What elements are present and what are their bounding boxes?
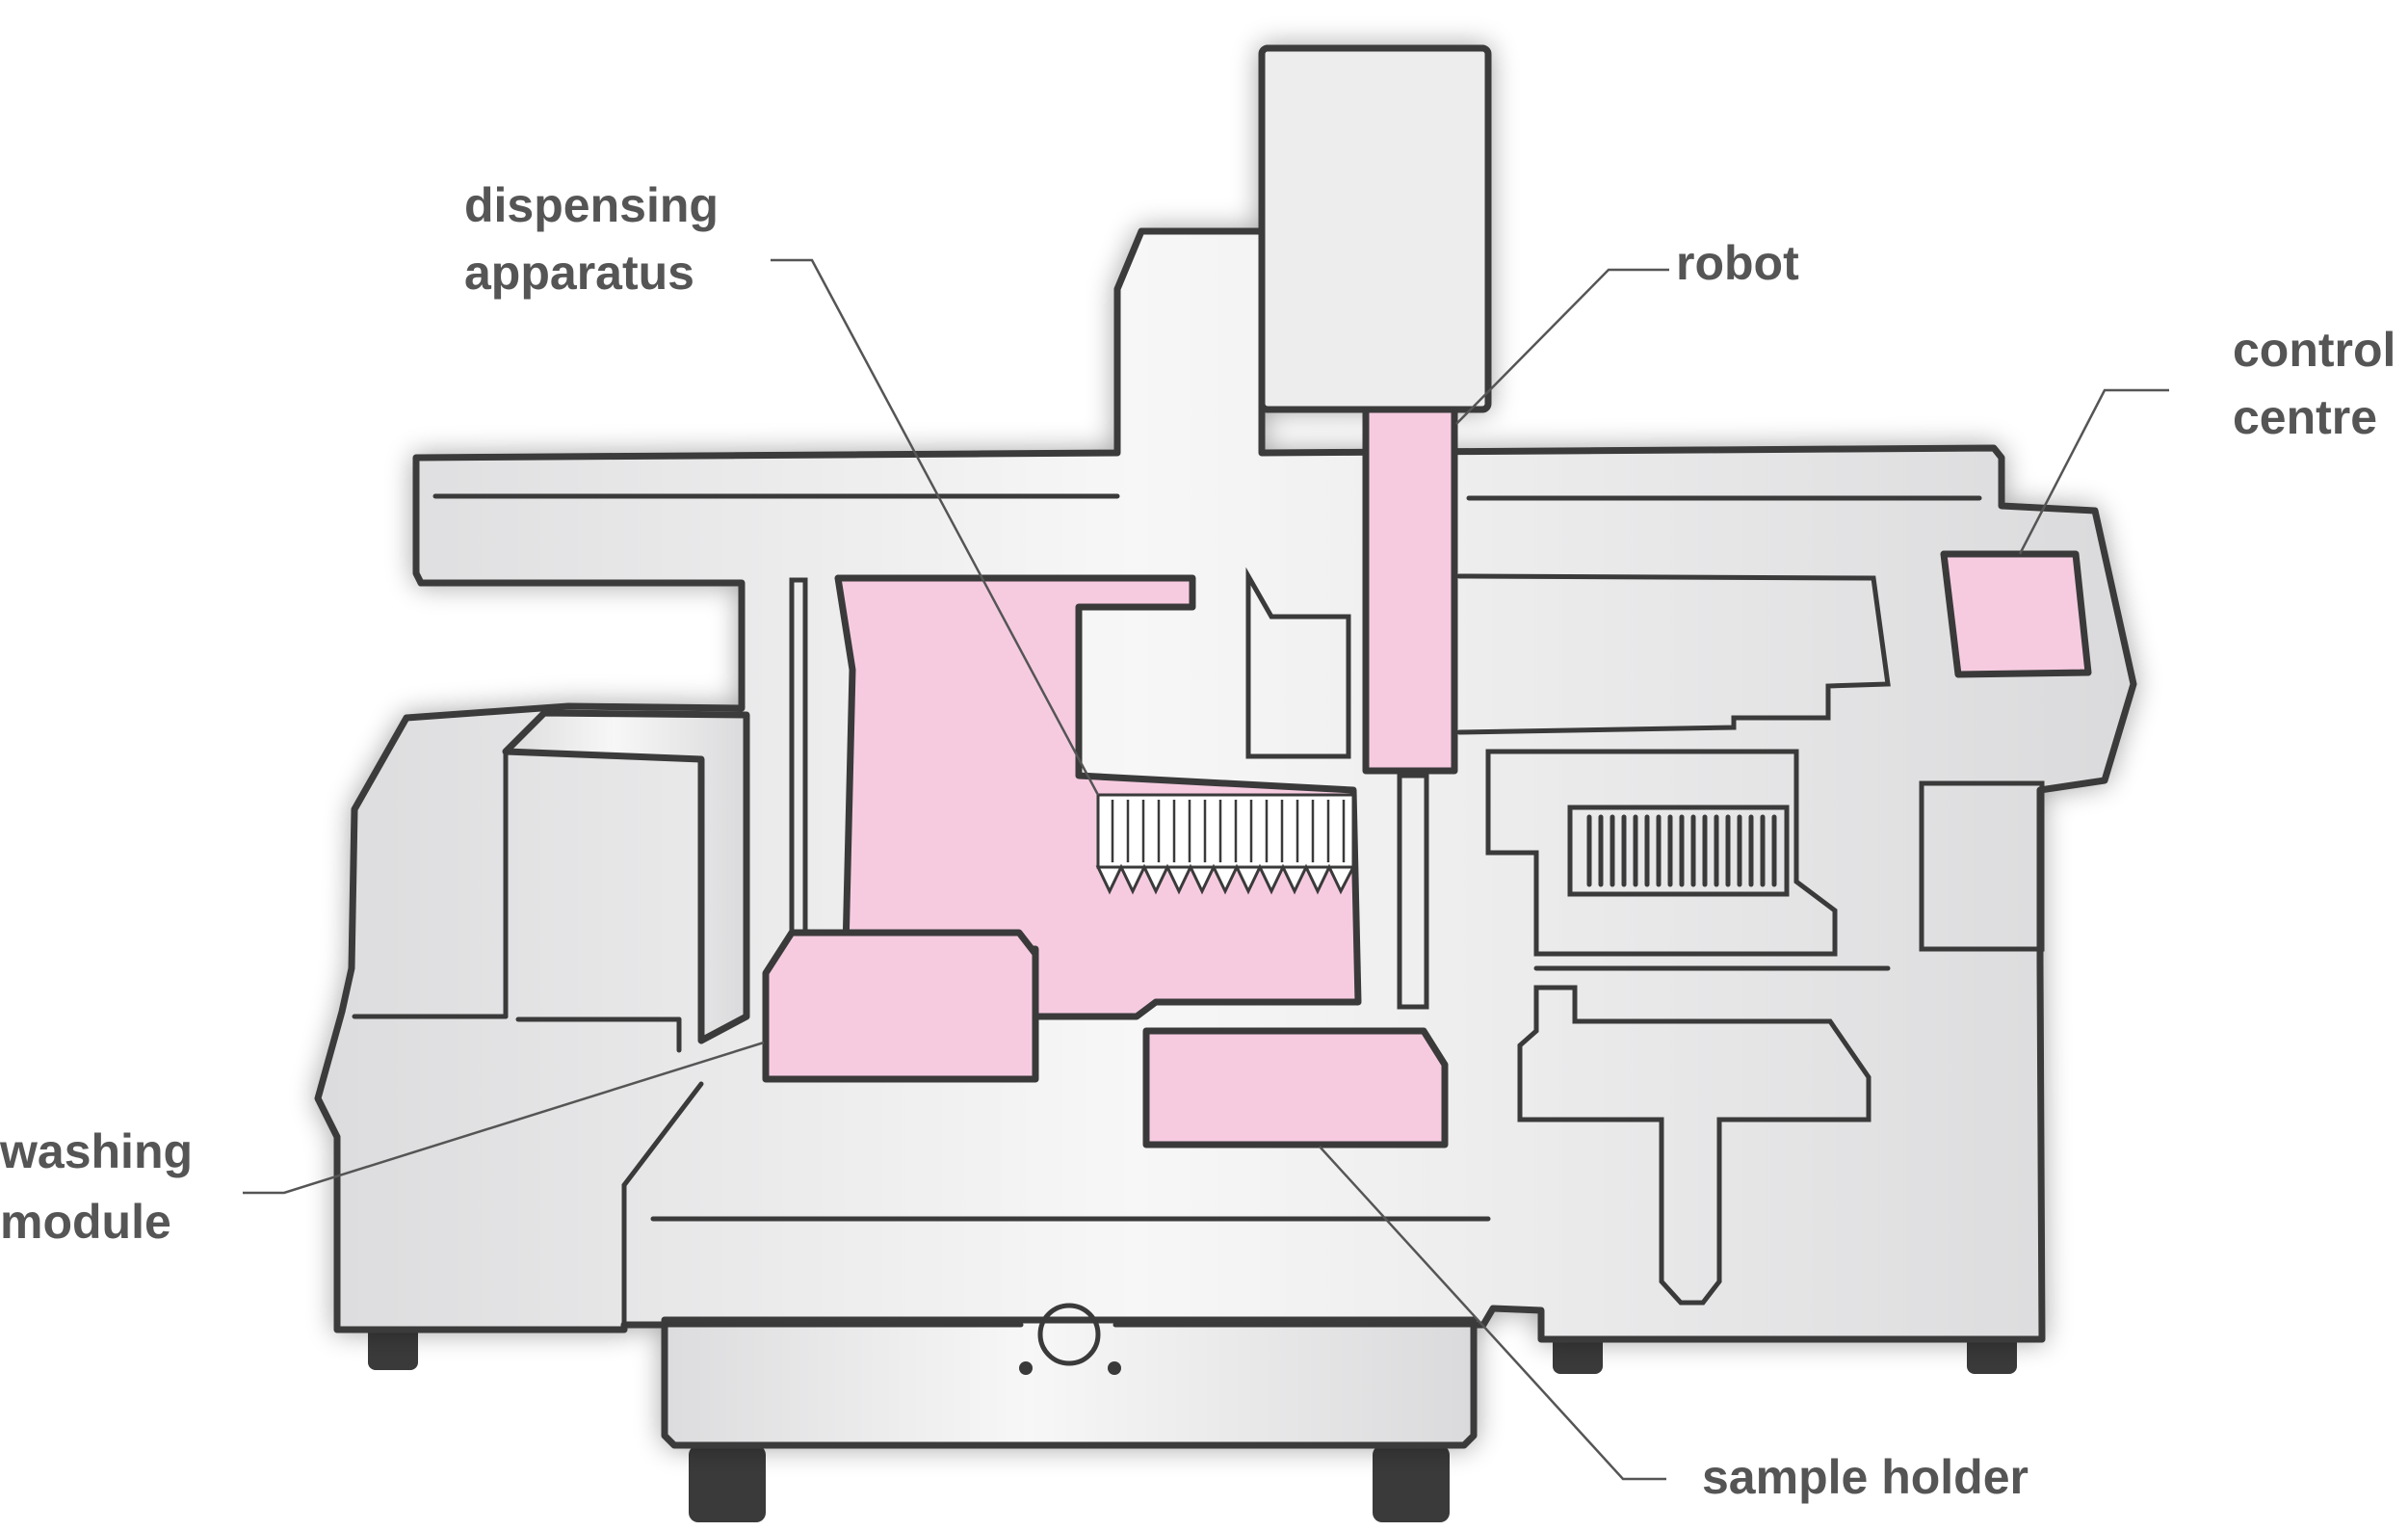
robot-arm xyxy=(1362,406,1458,775)
sample-holder-label: sample holder xyxy=(1702,1450,2028,1504)
washing-label-line1: washing xyxy=(0,1124,193,1178)
left-block xyxy=(502,709,750,1044)
washing-module-block xyxy=(762,929,1039,1083)
sample-holder-block xyxy=(1142,1027,1449,1148)
washing-label-line2: module xyxy=(0,1195,171,1249)
dispensing-tip-block xyxy=(1096,793,1355,869)
robot-tower xyxy=(1258,44,1492,413)
dispensing-label-line1: dispensing xyxy=(464,178,719,232)
dispensing-tips xyxy=(1095,863,1356,895)
dispensing-label-line2: apparatus xyxy=(464,246,694,300)
leader-lines xyxy=(243,258,2169,1481)
control-label-line2: centre xyxy=(2233,390,2377,444)
rack-bars xyxy=(1586,814,1777,887)
handle-knob xyxy=(1037,1303,1101,1366)
tip-lines xyxy=(1111,800,1346,862)
base-drawer xyxy=(661,1316,1478,1449)
control-centre-panel xyxy=(1940,550,2092,678)
control-label-line1: control xyxy=(2233,323,2395,377)
robot-label: robot xyxy=(1676,236,1799,290)
pink-components xyxy=(762,406,2092,1148)
labels: dispensing apparatus robot control centr… xyxy=(0,178,2395,1504)
